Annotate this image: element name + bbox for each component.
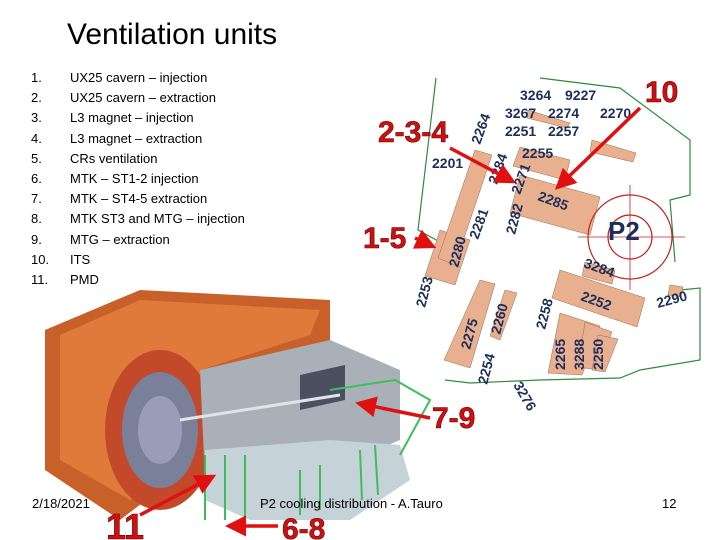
item-text: MTK – ST4-5 extraction <box>70 191 208 207</box>
building-number: 2253 <box>412 274 436 308</box>
callout-labels: 10 2-3-4 1-5 7-9 6-8 11 <box>106 76 679 540</box>
item-text: MTK – ST1-2 injection <box>70 171 199 187</box>
building-number: 2201 <box>432 155 463 171</box>
building-number: 9227 <box>565 87 596 103</box>
building-number: 2282 <box>502 201 526 235</box>
building-number: 3276 <box>510 379 540 414</box>
list-item: 1. UX25 cavern – injection <box>31 68 245 88</box>
callout-mtk: 6-8 <box>282 513 325 540</box>
site-p2-marker: P2 <box>578 185 685 290</box>
item-number: 4. <box>31 130 42 146</box>
list-item: 6. MTK – ST1-2 injection <box>31 169 245 189</box>
item-text: ITS <box>70 251 91 267</box>
item-number: 1. <box>31 70 42 85</box>
item-text: L3 magnet – injection <box>70 110 194 126</box>
building-number: 2258 <box>532 296 556 330</box>
callout-pmd: 11 <box>106 506 144 540</box>
item-number: 8. <box>31 211 42 227</box>
item-text: MTK ST3 and MTG – injection <box>70 211 245 227</box>
building-number: 2255 <box>522 145 553 161</box>
building-number: 2290 <box>655 287 689 311</box>
list-item: 5. CRs ventilation <box>31 149 245 169</box>
item-number: 3. <box>31 110 42 126</box>
site-map: P2 3264 9227 3267 2274 2270 2251 2257 2255 2264 2… <box>412 77 701 414</box>
item-text: UX25 cavern – injection <box>70 70 208 85</box>
building-number: 2260 <box>487 301 511 335</box>
item-text: L3 magnet – extraction <box>70 130 203 146</box>
building-number: 2275 <box>457 316 481 350</box>
callout-arrows <box>139 106 642 537</box>
callout-its: 10 <box>645 76 678 109</box>
item-text: PMD <box>70 272 99 288</box>
slide-title: Ventilation units <box>67 18 278 51</box>
item-text: CRs ventilation <box>70 150 158 166</box>
building-number: 2274 <box>548 105 579 121</box>
list-item: 4. L3 magnet – extraction <box>31 129 245 149</box>
footer-date: 2/18/2021 <box>32 496 90 511</box>
list-item: 7. MTK – ST4-5 extraction <box>31 189 245 209</box>
building-number: 3288 <box>571 339 587 370</box>
building-number: 2254 <box>474 351 498 385</box>
item-number: 10. <box>31 251 50 267</box>
building-number: 3267 <box>505 105 536 121</box>
building-number: 2264 <box>468 111 494 146</box>
building-number: 2251 <box>505 123 536 139</box>
item-number: 9. <box>31 231 42 247</box>
list-item: 3. L3 magnet – injection <box>31 108 245 128</box>
list-item: 10. ITS <box>31 250 245 270</box>
item-text: MTG – extraction <box>70 231 170 247</box>
item-number: 5. <box>31 150 42 166</box>
item-text: UX25 cavern – extraction <box>70 90 216 106</box>
callout-ux25-l3: 2-3-4 <box>378 116 448 149</box>
callout-mtg: 7-9 <box>432 402 475 435</box>
list-item: 11. PMD <box>31 270 245 290</box>
building-number: 2250 <box>590 339 606 370</box>
item-number: 7. <box>31 191 42 207</box>
building-number: 2265 <box>552 339 568 370</box>
building-number: 3264 <box>520 87 551 103</box>
building-numbers: 3264 9227 3267 2274 2270 2251 2257 2255 2264 2201… <box>412 87 689 414</box>
list-item: 8. MTK ST3 and MTG – injection <box>31 209 245 229</box>
building-number: 2257 <box>548 123 579 139</box>
alice-detector-illustration <box>45 290 432 525</box>
callout-cavern-cr: 1-5 <box>363 222 406 255</box>
page-number: 12 <box>662 496 677 511</box>
item-number: 11. <box>31 272 49 288</box>
ventilation-list: 1. UX25 cavern – injection 2. UX25 cavern … <box>31 68 245 290</box>
footer-title: P2 cooling distribution - A.Tauro <box>260 496 443 511</box>
item-number: 6. <box>31 171 42 187</box>
building-number: 2270 <box>600 105 631 121</box>
building-number: 2280 <box>445 234 469 268</box>
item-number: 2. <box>31 90 42 106</box>
site-label: P2 <box>608 216 640 246</box>
list-item: 2. UX25 cavern – extraction <box>31 88 245 108</box>
list-item: 9. MTG – extraction <box>31 230 245 250</box>
